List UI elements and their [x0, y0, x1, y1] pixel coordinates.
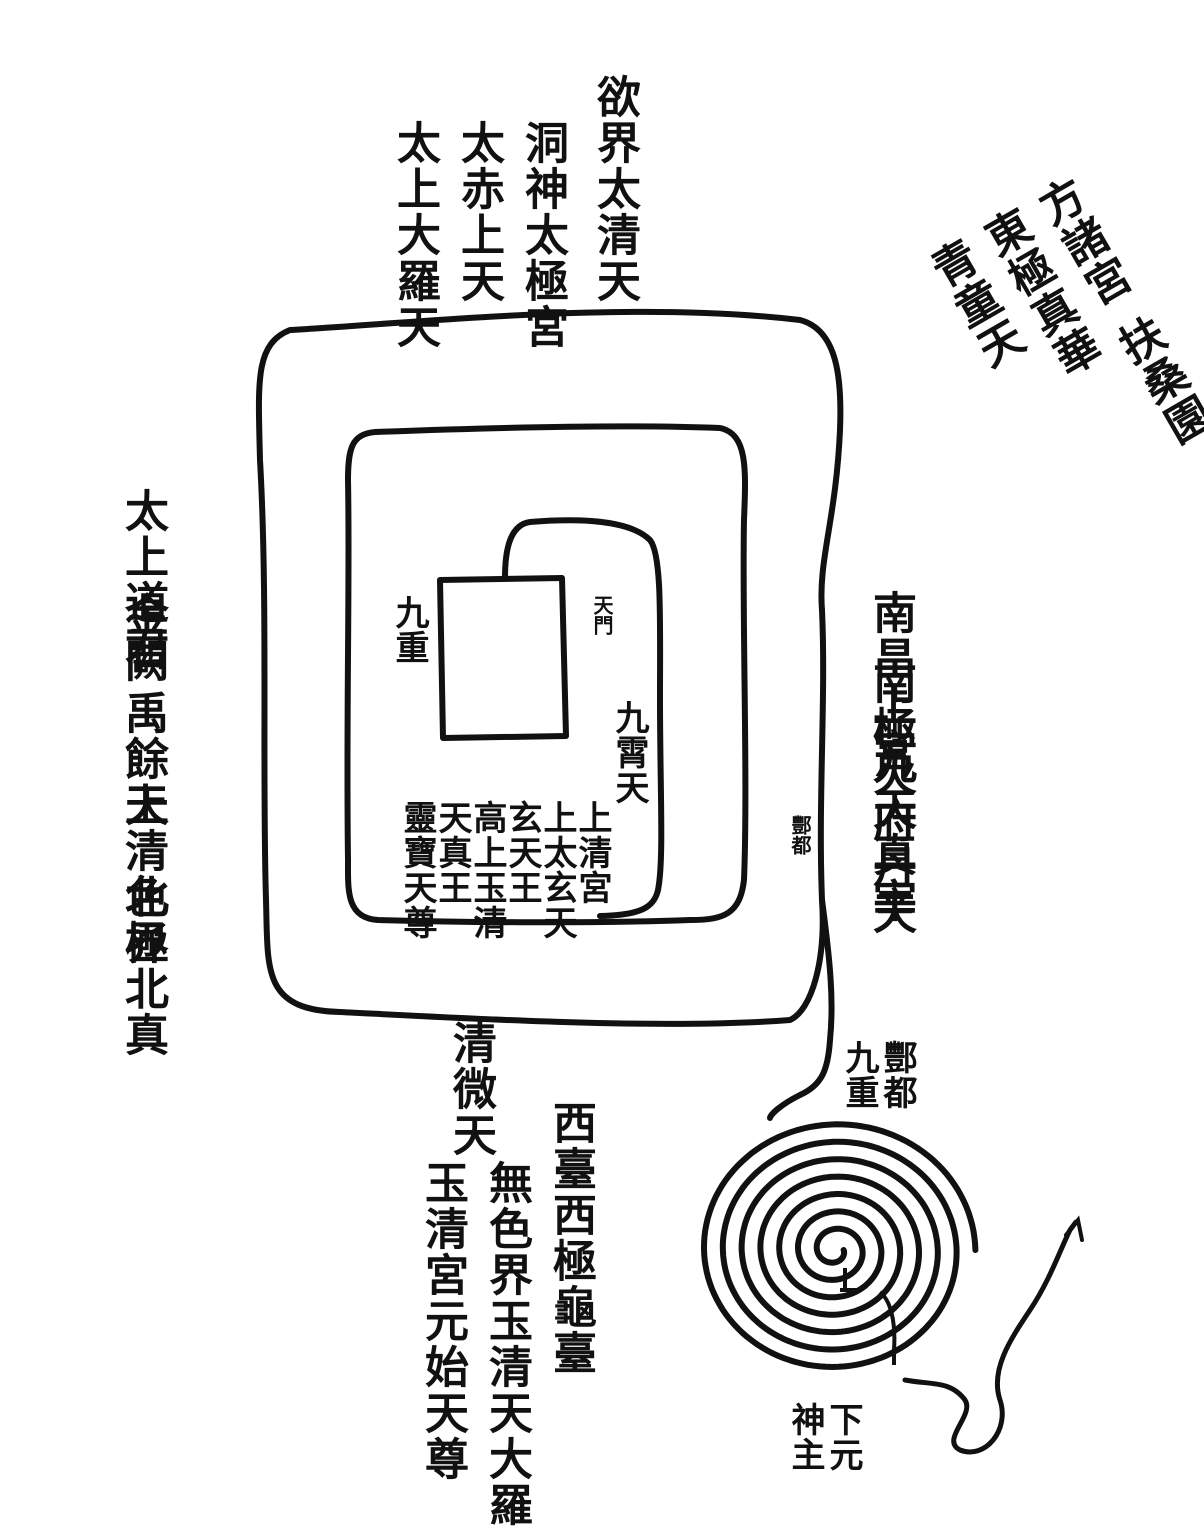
spiral-stem-right	[878, 1290, 897, 1365]
path-label: 酆都	[788, 815, 812, 855]
right-label-1: 南昌上宮	[865, 590, 916, 774]
top-column-4: 欲界太清天	[589, 74, 640, 304]
jiuxiao-label: 九霄天	[609, 700, 649, 805]
inner-text-4: 高上玉清	[467, 800, 507, 940]
spiral-shenzhu-label: 神主	[785, 1402, 825, 1472]
central-palace	[437, 575, 569, 741]
outer-boundary	[255, 308, 844, 1027]
inner-text-3: 玄天王	[502, 800, 542, 905]
qingwei-label: 清微天	[445, 1020, 496, 1158]
inner-text-5: 天真王	[432, 800, 472, 905]
descending-path	[767, 897, 835, 1121]
yuqing-label: 玉清宮元始天尊	[417, 1160, 468, 1482]
right-label-3: 九天真宰	[865, 740, 916, 924]
spiral-underworld	[701, 1121, 979, 1370]
left-label-2: 金闕	[117, 592, 168, 684]
spiral-xiayuan-label: 下元	[823, 1402, 863, 1472]
inner-text-6: 靈寶天尊	[397, 800, 437, 940]
top-column-2: 太赤上天	[453, 120, 504, 304]
top-column-1: 太上大羅天	[389, 120, 440, 350]
spiral-fengdu-label: 酆都	[877, 1040, 917, 1110]
serpent-head	[1064, 1215, 1084, 1242]
inner-jiuchong: 九重	[389, 595, 429, 665]
left-label-4: 上清色界	[117, 782, 168, 966]
inner-text-2: 上太玄天	[537, 800, 577, 940]
left-label-3: 禹餘天	[117, 690, 168, 828]
inner-text-1: 上清宮	[572, 800, 612, 905]
serpent-tail	[902, 1219, 1079, 1455]
right-label-2: 南極火府丹天	[865, 660, 916, 936]
left-label-5: 北極北真	[117, 874, 168, 1058]
wuse-label: 無色界玉清天大羅	[481, 1160, 532, 1528]
spiral-jiuchong-label: 九重	[839, 1040, 879, 1110]
heaven-gate-path	[502, 517, 665, 919]
left-label-1: 太上道君	[117, 488, 168, 672]
spiral-stem	[840, 1268, 860, 1292]
xitai-label: 西臺西極龜臺	[545, 1100, 596, 1376]
top-column-3: 洞神太極宮	[517, 120, 568, 350]
tianmen-label: 天門	[590, 595, 614, 635]
inner-boundary	[344, 423, 749, 926]
